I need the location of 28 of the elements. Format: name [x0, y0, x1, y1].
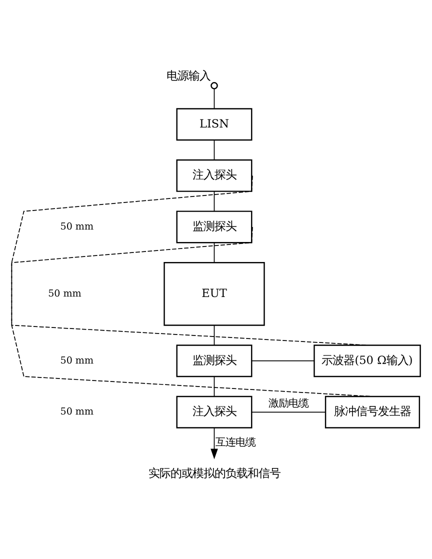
- connector: [11, 174, 373, 396]
- edge-label: 互连电缆: [216, 436, 256, 448]
- node-box: 注入探头: [176, 395, 252, 428]
- node-text: 实际的或模拟的负载和信号: [148, 466, 280, 480]
- node-box: 监测探头: [176, 210, 252, 243]
- label: 50 mm: [60, 354, 94, 366]
- node-box: LISN: [176, 108, 252, 140]
- connector: [11, 226, 368, 346]
- node-box: 示波器(50 Ω输入): [314, 344, 421, 377]
- arrow: [210, 426, 218, 459]
- connector: [251, 360, 314, 361]
- edge-label: 激励电缆: [268, 397, 309, 410]
- connector: [214, 376, 215, 396]
- connector: [251, 411, 326, 412]
- node-box: 监测探头: [176, 344, 252, 377]
- connector: [214, 242, 215, 263]
- connector: [214, 139, 215, 160]
- node-box: EUT: [164, 262, 265, 326]
- node-box: 注入探头: [176, 158, 252, 192]
- connector: [214, 324, 215, 346]
- node-box: 脉冲信号发生器: [324, 395, 420, 428]
- label: 50 mm: [60, 406, 94, 418]
- node-circle: [210, 82, 218, 89]
- connector: [214, 88, 215, 108]
- connector: [214, 190, 215, 212]
- label: 50 mm: [60, 220, 94, 232]
- label: 50 mm: [48, 288, 82, 299]
- node-label: 电源输入: [166, 69, 211, 82]
